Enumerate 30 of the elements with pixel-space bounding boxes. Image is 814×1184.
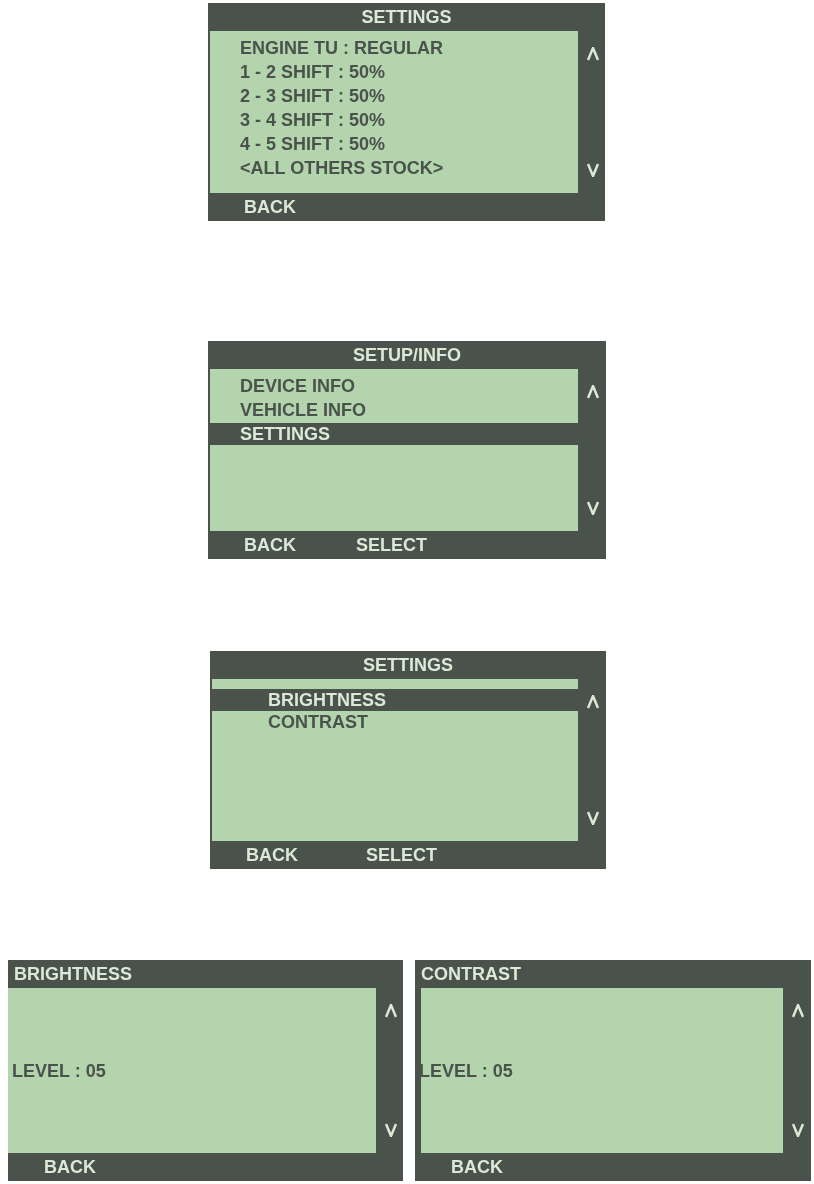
softkey-label: BACK: [244, 535, 296, 555]
screen-title: SETUP/INFO: [352, 345, 462, 365]
selected-menu-item: BRIGHTNESS: [212, 689, 580, 711]
menu-item: CONTRAST: [268, 711, 368, 733]
screen-title: BRIGHTNESS: [14, 964, 132, 984]
menu-item: DEVICE INFO: [240, 375, 355, 397]
lcd-screen: [8, 960, 403, 1181]
softkey-label: BACK: [246, 845, 298, 865]
menu-item: 3 - 4 SHIFT : 50%: [240, 109, 386, 131]
lcd-screen: [208, 3, 605, 221]
softkey-label: BACK: [244, 197, 296, 217]
menu-item: 2 - 3 SHIFT : 50%: [240, 85, 386, 107]
lcd-screen: [208, 341, 606, 559]
softkey-label: BACK: [451, 1157, 503, 1177]
softkey-label: SELECT: [366, 845, 437, 865]
screen-title: SETTINGS: [362, 655, 454, 675]
screen-title: SETTINGS: [360, 7, 453, 27]
selected-menu-item: SETTINGS: [210, 423, 580, 445]
menu-item: ENGINE TU : REGULAR: [240, 37, 443, 59]
menu-item: 4 - 5 SHIFT : 50%: [240, 133, 386, 155]
menu-item: VEHICLE INFO: [240, 399, 366, 421]
menu-item: 1 - 2 SHIFT : 50%: [240, 61, 386, 83]
level-value: LEVEL : 05: [12, 1059, 106, 1082]
level-value: LEVEL : 05: [419, 1059, 513, 1082]
softkey-label: SELECT: [356, 535, 427, 555]
lcd-screen: [415, 960, 811, 1181]
screen-title: CONTRAST: [421, 964, 521, 984]
menu-item: <ALL OTHERS STOCK>: [240, 157, 444, 179]
lcd-screen: [210, 651, 606, 869]
softkey-label: BACK: [44, 1157, 96, 1177]
